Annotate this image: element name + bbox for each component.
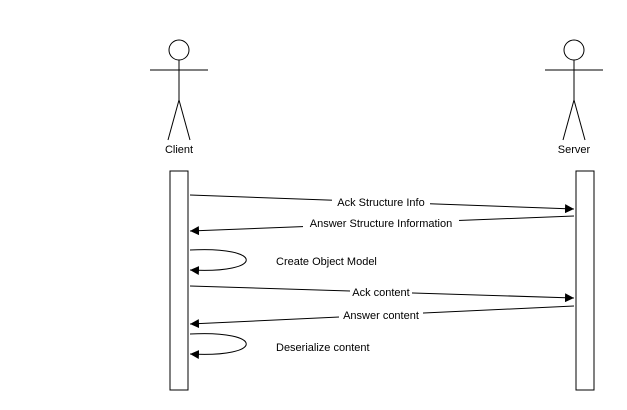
- actor-name: Client: [165, 144, 193, 156]
- actor-server: Server: [545, 39, 603, 156]
- message-ack-structure-info: Ack Structure Info: [189, 194, 575, 214]
- message-label: Answer Structure Information: [310, 218, 452, 230]
- message-label: Create Object Model: [276, 256, 377, 268]
- message-deserialize-content: Deserialize content: [189, 333, 370, 359]
- activation-bar-client: [169, 170, 189, 391]
- message-answer-content: Answer content: [189, 305, 575, 329]
- activation-bar-server: [575, 170, 595, 391]
- message-label: Ack content: [352, 287, 409, 299]
- message-ack-content: Ack content: [189, 285, 575, 303]
- message-label: Answer content: [343, 310, 419, 322]
- message-create-object-model: Create Object Model: [189, 249, 377, 275]
- message-label: Ack Structure Info: [337, 197, 424, 209]
- message-answer-structure-information: Answer Structure Information: [189, 215, 575, 236]
- stick-figure-icon: [545, 39, 603, 141]
- self-call-arrow: [189, 333, 247, 359]
- actor-client: Client: [150, 39, 208, 156]
- actor-name: Server: [558, 144, 591, 156]
- stick-figure-icon: [150, 39, 208, 141]
- self-call-arrow: [189, 249, 247, 275]
- message-label: Deserialize content: [276, 342, 370, 354]
